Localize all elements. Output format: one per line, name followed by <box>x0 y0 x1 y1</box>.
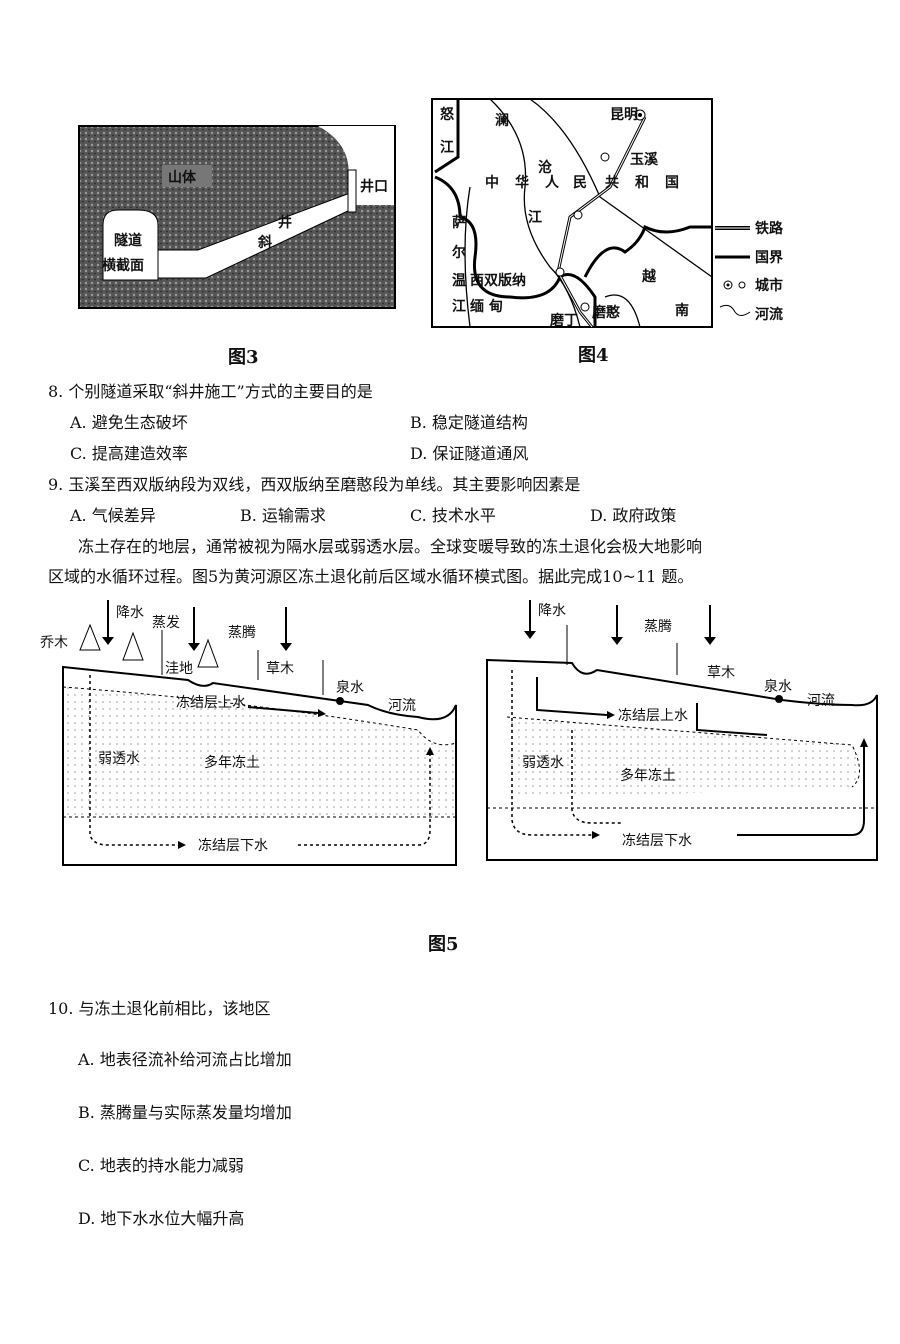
label-depression: 洼地 <box>165 661 193 677</box>
label-suprapermafrost-water: 冻结层上水 <box>176 694 246 711</box>
figure-5-before: 乔木 降水 蒸发 洼地 蒸腾 草木 泉水 河流 冻结层上水 弱透水 多年冻土 冻… <box>40 600 457 866</box>
label-nu-0: 怒 <box>440 106 455 123</box>
figure-5-after: 降水 蒸腾 草木 泉水 河流 冻结层上水 弱透水 多年冻土 冻结层下水 <box>486 600 878 861</box>
figure-5-caption: 图5 <box>428 934 459 955</box>
intro-line-1: 冻土存在的地层，通常被视为隔水层或弱透水层。全球变暖导致的冻土退化会极大地影响 <box>78 537 703 556</box>
legend-border: 国界 <box>755 250 784 266</box>
label-incline-1: 斜 <box>257 234 272 251</box>
label-salween-0: 萨 <box>452 214 466 231</box>
label-precipitation-after: 降水 <box>538 603 566 619</box>
label-river: 河流 <box>388 698 416 714</box>
figure-3-tunnel-diagram: 山体 井口 斜 井 隧道 横截面 <box>78 125 396 309</box>
q8-option-a: A. 避免生态破坏 <box>70 413 188 432</box>
label-tree: 乔木 <box>40 635 68 651</box>
label-mountain: 山体 <box>168 169 197 186</box>
label-xishuangbanna: 西双版纳 <box>470 272 526 289</box>
label-salween-1: 尔 <box>452 244 466 261</box>
label-permafrost: 多年冻土 <box>204 754 260 771</box>
label-china-1: 华 <box>515 174 529 191</box>
q8-option-b: B. 稳定隧道结构 <box>410 413 528 432</box>
intro-line-2: 区域的水循环过程。图5为黄河源区冻土退化前后区域水循环模式图。据此完成10~11… <box>48 567 694 586</box>
q10-option-d: D. 地下水水位大幅升高 <box>78 1209 245 1228</box>
label-spring-after: 泉水 <box>764 678 792 695</box>
q9-option-c: C. 技术水平 <box>410 506 496 525</box>
label-suprapermafrost-water-after: 冻结层上水 <box>618 707 688 724</box>
label-grass: 草木 <box>266 661 294 677</box>
label-transpiration: 蒸腾 <box>228 624 256 641</box>
label-vietnam-0: 越 <box>641 268 657 285</box>
label-salween-2: 温 <box>452 273 466 289</box>
label-precipitation: 降水 <box>116 605 144 621</box>
question-10-stem: 10. 与冻土退化前相比，该地区 <box>48 999 271 1018</box>
label-subpermafrost-water: 冻结层下水 <box>198 837 268 854</box>
label-permafrost-after: 多年冻土 <box>620 767 676 784</box>
label-china-3: 民 <box>573 175 587 191</box>
label-tunnel-2: 横截面 <box>102 257 144 274</box>
label-lancang-1: 沧 <box>538 159 553 176</box>
q10-option-a: A. 地表径流补给河流占比增加 <box>78 1050 292 1069</box>
q9-option-d: D. 政府政策 <box>590 506 677 525</box>
label-evaporation: 蒸发 <box>152 615 180 631</box>
q10-option-c: C. 地表的持水能力减弱 <box>78 1156 244 1175</box>
label-spring: 泉水 <box>336 679 364 696</box>
label-weakly-permeable-after: 弱透水 <box>522 755 564 771</box>
label-mohan: 磨憨 <box>592 304 621 321</box>
label-kunming: 昆明 <box>610 107 638 123</box>
label-myanmar: 缅 甸 <box>470 298 503 315</box>
label-shaft-mouth: 井口 <box>360 178 388 195</box>
question-9-stem: 9. 玉溪至西双版纳段为双线，西双版纳至磨憨段为单线。其主要影响因素是 <box>48 475 581 494</box>
label-china-4: 共 <box>605 174 619 191</box>
label-grass-after: 草木 <box>707 665 735 681</box>
figure-4-legend: 铁路 国界 城市 河流 <box>715 220 784 323</box>
label-moding: 磨丁 <box>550 312 578 329</box>
q9-option-a: A. 气候差异 <box>70 506 156 525</box>
label-vietnam-1: 南 <box>675 302 689 319</box>
label-river-after: 河流 <box>807 693 835 709</box>
label-lancang-0: 澜 <box>495 112 509 129</box>
q8-option-c: C. 提高建造效率 <box>70 444 188 463</box>
q9-option-b: B. 运输需求 <box>240 506 326 525</box>
q10-option-b: B. 蒸腾量与实际蒸发量均增加 <box>78 1103 292 1122</box>
label-china-0: 中 <box>485 174 499 191</box>
label-lancang-2: 江 <box>528 209 542 226</box>
label-incline-2: 井 <box>278 214 292 231</box>
label-weakly-permeable: 弱透水 <box>98 751 140 767</box>
label-salween-3: 江 <box>452 298 466 315</box>
q8-option-d: D. 保证隧道通风 <box>410 444 529 463</box>
legend-railway: 铁路 <box>755 220 784 237</box>
question-8-stem: 8. 个别隧道采取“斜井施工”方式的主要目的是 <box>48 382 373 401</box>
figure-4-caption: 图4 <box>578 345 609 366</box>
legend-city: 城市 <box>755 277 783 294</box>
label-transpiration-after: 蒸腾 <box>644 618 672 635</box>
label-yuxi: 玉溪 <box>630 151 659 168</box>
label-china-5: 和 <box>635 175 649 191</box>
label-subpermafrost-water-after: 冻结层下水 <box>622 832 692 849</box>
label-china-2: 人 <box>545 174 560 191</box>
figure-4-railway-map: 昆明 玉溪 中华人民共和国 澜沧江 怒江 萨尔温江 西双版纳 缅 甸 磨憨 磨丁… <box>431 98 784 329</box>
label-china-6: 国 <box>665 175 679 191</box>
legend-river: 河流 <box>755 306 783 323</box>
figure-3-caption: 图3 <box>228 347 259 368</box>
label-tunnel-1: 隧道 <box>114 232 142 249</box>
label-nu-1: 江 <box>440 139 454 156</box>
